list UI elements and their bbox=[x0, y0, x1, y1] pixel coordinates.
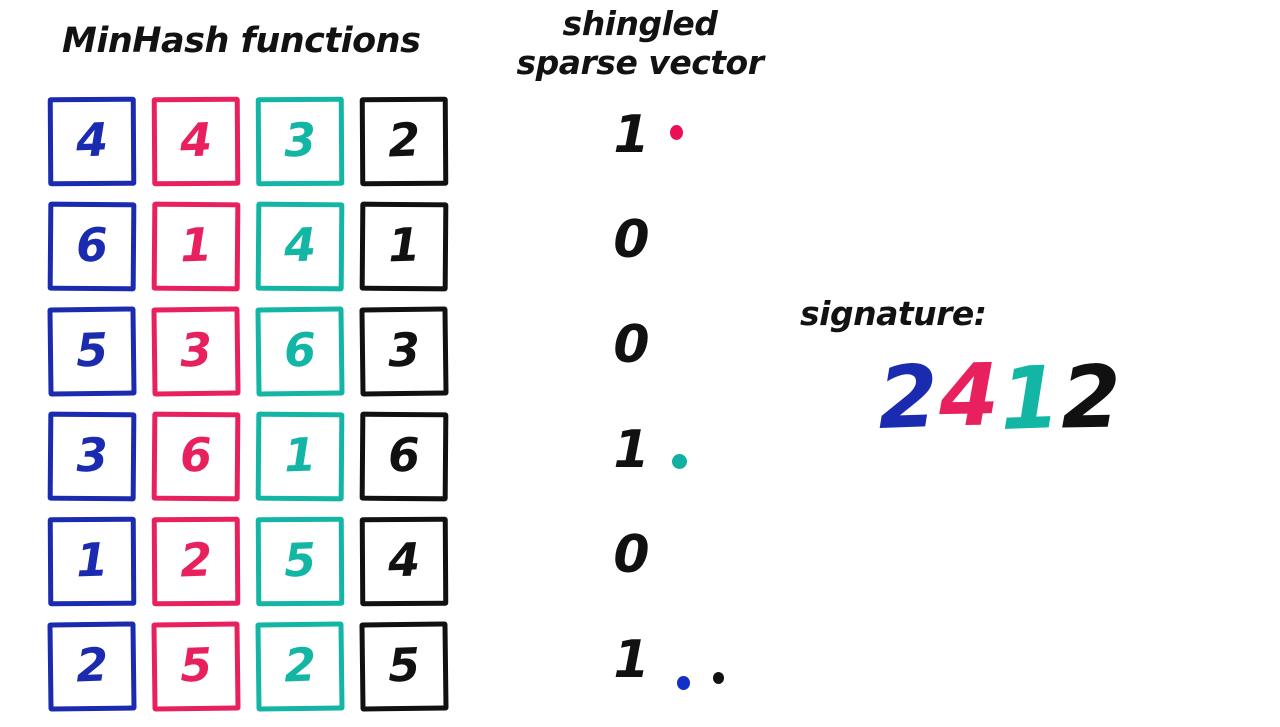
sparse-vector-value: 0 bbox=[613, 315, 649, 375]
marker-dot-pink bbox=[670, 125, 683, 140]
cell-value: 5 bbox=[179, 636, 213, 693]
minhash-cell[interactable]: 6 bbox=[255, 306, 345, 397]
sparse-vector-row: 0 bbox=[608, 202, 788, 307]
cell-value: 5 bbox=[387, 636, 421, 693]
minhash-cell[interactable]: 1 bbox=[255, 411, 345, 502]
minhash-functions-title: MinHash functions bbox=[62, 21, 421, 61]
cell-value: 2 bbox=[387, 111, 421, 168]
minhash-cell[interactable]: 6 bbox=[359, 411, 449, 502]
cell-value: 4 bbox=[75, 111, 109, 168]
cell-value: 5 bbox=[283, 531, 317, 588]
cell-value: 6 bbox=[179, 426, 213, 483]
signature-digit: 1 bbox=[997, 348, 1059, 451]
cell-value: 3 bbox=[179, 321, 213, 378]
sparse-vector-row: 0 bbox=[608, 307, 788, 412]
cell-value: 4 bbox=[387, 531, 421, 588]
cell-value: 1 bbox=[179, 216, 213, 273]
minhash-cell[interactable]: 1 bbox=[151, 201, 241, 292]
sparse-vector-value: 0 bbox=[613, 525, 649, 585]
cell-value: 2 bbox=[179, 531, 213, 588]
cell-value: 2 bbox=[75, 636, 109, 693]
sparse-vector-value: 1 bbox=[613, 105, 649, 165]
cell-value: 3 bbox=[75, 426, 109, 483]
minhash-cell[interactable]: 1 bbox=[47, 516, 137, 607]
minhash-cell[interactable]: 4 bbox=[359, 516, 449, 607]
sparse-vector-value: 1 bbox=[613, 420, 649, 480]
cell-value: 2 bbox=[283, 636, 317, 693]
cell-value: 6 bbox=[75, 216, 109, 273]
sparse-vector-value: 1 bbox=[613, 630, 649, 690]
signature-digit: 4 bbox=[937, 345, 997, 447]
cell-value: 1 bbox=[75, 531, 109, 588]
sparse-vector-value: 0 bbox=[613, 210, 649, 270]
minhash-cell[interactable]: 3 bbox=[359, 306, 449, 397]
sparse-vector-row: 1 bbox=[608, 412, 788, 517]
signature-digit: 2 bbox=[1059, 347, 1119, 449]
minhash-cell[interactable]: 4 bbox=[151, 96, 241, 187]
sparse-vector-row: 1 bbox=[608, 97, 788, 202]
sparse-vector-row: 1 bbox=[608, 622, 788, 727]
minhash-cell[interactable]: 4 bbox=[47, 96, 137, 187]
signature-digit: 2 bbox=[876, 347, 937, 450]
minhash-cell[interactable]: 5 bbox=[151, 621, 241, 712]
sparse-vector-row: 0 bbox=[608, 517, 788, 622]
marker-dot-blue bbox=[677, 676, 690, 690]
minhash-cell[interactable]: 5 bbox=[255, 516, 345, 607]
cell-value: 5 bbox=[75, 321, 109, 378]
shingled-sparse-vector-title: shingled sparse vector bbox=[490, 4, 790, 82]
signature-label: signature: bbox=[800, 294, 987, 333]
marker-dot-black bbox=[713, 672, 724, 684]
minhash-cell[interactable]: 6 bbox=[47, 201, 137, 292]
minhash-cell[interactable]: 3 bbox=[47, 411, 137, 502]
sparse-title-line-2: sparse vector bbox=[516, 43, 765, 82]
minhash-cell[interactable]: 5 bbox=[359, 621, 449, 712]
cell-value: 3 bbox=[387, 321, 421, 378]
cell-value: 6 bbox=[387, 426, 421, 483]
minhash-cell[interactable]: 2 bbox=[151, 516, 241, 607]
cell-value: 1 bbox=[387, 216, 421, 273]
cell-value: 3 bbox=[283, 111, 317, 168]
cell-value: 4 bbox=[179, 111, 213, 168]
minhash-cell[interactable]: 6 bbox=[151, 411, 241, 502]
minhash-cell[interactable]: 3 bbox=[151, 306, 241, 397]
cell-value: 1 bbox=[283, 426, 317, 483]
minhash-cell[interactable]: 5 bbox=[47, 306, 137, 397]
marker-dot-teal bbox=[672, 454, 687, 469]
shingled-sparse-vector: 1 0 0 1 0 1 bbox=[608, 97, 788, 727]
minhash-cell[interactable]: 2 bbox=[359, 96, 449, 187]
minhash-cell[interactable]: 3 bbox=[255, 96, 345, 187]
minhash-cell[interactable]: 4 bbox=[255, 201, 345, 292]
cell-value: 4 bbox=[283, 216, 317, 273]
signature-digits: 2 4 1 2 bbox=[876, 345, 1121, 451]
sparse-title-line-1: shingled bbox=[562, 4, 718, 43]
minhash-cell[interactable]: 2 bbox=[47, 621, 137, 712]
cell-value: 6 bbox=[283, 321, 317, 378]
minhash-cell[interactable]: 2 bbox=[255, 621, 345, 712]
minhash-cell[interactable]: 1 bbox=[359, 201, 449, 292]
